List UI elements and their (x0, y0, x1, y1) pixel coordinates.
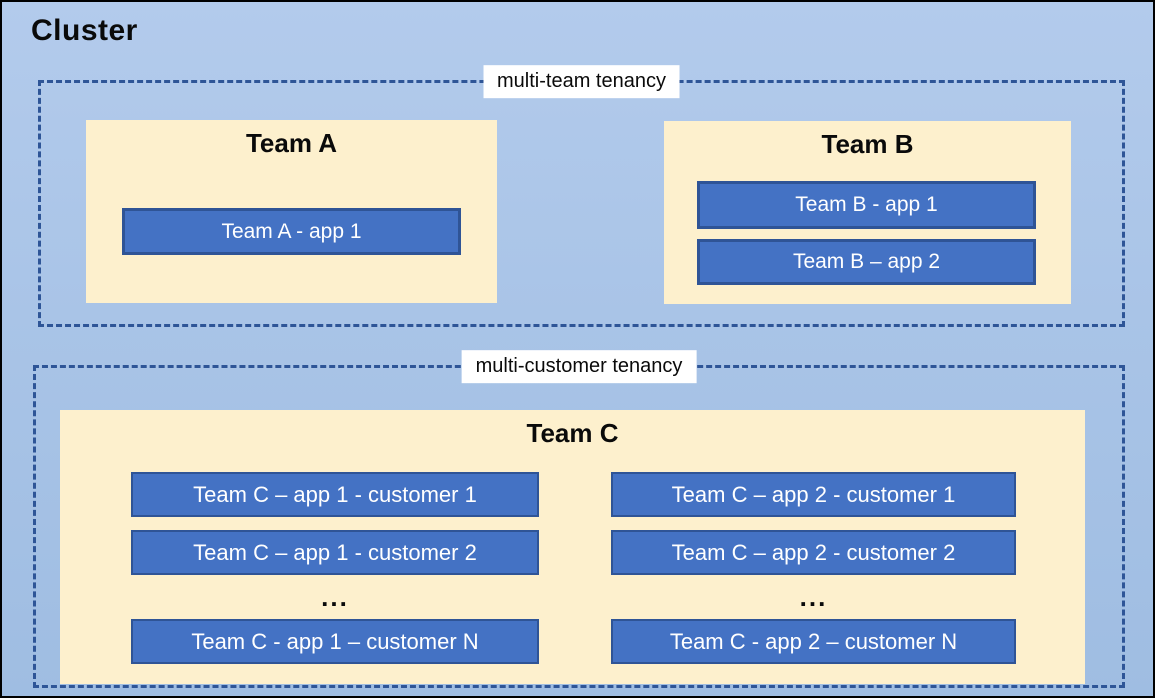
team-b-box: Team B Team B - app 1 Team B – app 2 (664, 121, 1071, 304)
team-c-app2-ellipsis: ... (799, 582, 828, 612)
multi-team-tenancy-label: multi-team tenancy (483, 65, 680, 99)
team-c-app1-customer2-box: Team C – app 1 - customer 2 (131, 530, 539, 575)
team-c-app1-column: Team C – app 1 - customer 1 Team C – app… (131, 472, 539, 664)
multi-customer-tenancy-label: multi-customer tenancy (461, 350, 697, 384)
team-b-app-1-box: Team B - app 1 (697, 181, 1036, 229)
team-c-app1-customerN-box: Team C - app 1 – customer N (131, 619, 539, 664)
team-c-app1-customer1-box: Team C – app 1 - customer 1 (131, 472, 539, 517)
team-c-title: Team C (526, 418, 619, 448)
multi-team-tenancy-zone: multi-team tenancy Team A Team A - app 1… (38, 65, 1125, 327)
team-b-app-2-box: Team B – app 2 (697, 239, 1036, 285)
team-a-box: Team A Team A - app 1 (86, 120, 497, 303)
team-a-title: Team A (245, 128, 338, 158)
multi-customer-tenancy-zone: multi-customer tenancy Team C Team C – a… (33, 350, 1125, 688)
team-c-app2-column: Team C – app 2 - customer 1 Team C – app… (611, 472, 1016, 664)
team-c-app1-ellipsis: ... (321, 582, 349, 612)
team-a-app-1-box: Team A - app 1 (122, 208, 461, 255)
team-c-app2-customer2-box: Team C – app 2 - customer 2 (611, 530, 1016, 575)
cluster-title: Cluster (31, 14, 138, 47)
team-c-box: Team C Team C – app 1 - customer 1 Team … (60, 410, 1085, 684)
team-c-app2-customer1-box: Team C – app 2 - customer 1 (611, 472, 1016, 517)
team-c-app2-customerN-box: Team C - app 2 – customer N (611, 619, 1016, 664)
team-b-title: Team B (821, 129, 914, 159)
